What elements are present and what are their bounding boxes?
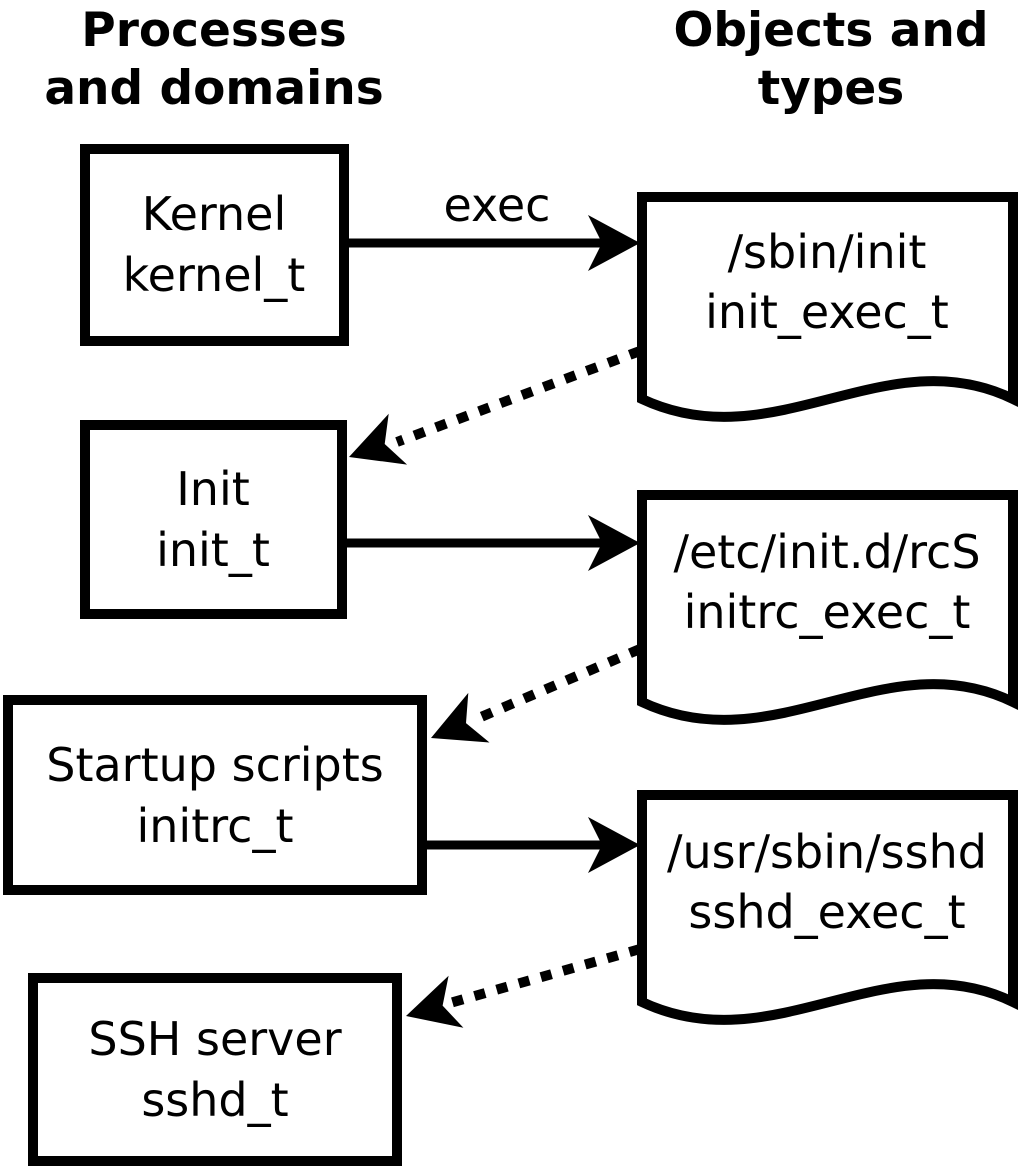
etc-initd-rcs-doc-path: /etc/init.d/rcS [673,525,980,579]
kernel-box-type: kernel_t [123,248,306,302]
startup-scripts-box-name: Startup scripts [46,738,384,792]
left-header-line2: and domains [44,61,383,116]
dotted-arrow-1-head [349,413,408,465]
sbin-init-doc-type: init_exec_t [705,285,949,339]
init-box-name: Init [176,462,250,516]
dotted-arrow-sshdexec-to-sshd [406,944,642,1028]
ssh-server-box-name: SSH server [88,1012,341,1066]
startup-scripts-box-rect [3,695,427,895]
right-column-header: Objects and types [673,3,988,116]
document-etc-initd-rcs: /etc/init.d/rcS initrc_exec_t [637,490,1018,725]
solid-arrow-2-head [588,515,640,571]
etc-initd-rcs-doc-shape [637,490,1018,725]
dotted-arrow-rcs-to-initrc [431,644,642,743]
document-sbin-init: /sbin/init init_exec_t [637,192,1018,422]
sbin-init-doc-shape [637,192,1018,422]
exec-arrow-head [588,215,640,271]
process-box-ssh-server: SSH server sshd_t [28,973,402,1166]
init-box-rect [80,420,347,619]
right-header-line1: Objects and [673,3,988,58]
right-header-line2: types [758,61,905,116]
process-box-startup-scripts: Startup scripts initrc_t [3,695,427,895]
solid-arrow-3-head [588,817,640,873]
sbin-init-doc-path: /sbin/init [728,225,927,279]
dotted-arrow-3-line [448,944,642,1008]
exec-arrow-label: exec [444,178,551,232]
process-box-kernel: Kernel kernel_t [80,144,349,346]
dotted-arrow-sbininit-to-init [349,346,642,465]
dotted-arrow-3-head [406,975,464,1028]
dotted-arrow-2-line [472,644,642,725]
ssh-server-box-rect [28,973,402,1166]
ssh-server-box-type: sshd_t [141,1073,288,1127]
startup-scripts-box-type: initrc_t [137,799,294,853]
document-usr-sbin-sshd: /usr/sbin/sshd sshd_exec_t [637,790,1018,1025]
usr-sbin-sshd-doc-path: /usr/sbin/sshd [667,825,987,879]
kernel-box-rect [80,144,349,346]
usr-sbin-sshd-doc-type: sshd_exec_t [688,885,965,939]
etc-initd-rcs-doc-type: initrc_exec_t [684,585,971,639]
kernel-box-name: Kernel [142,187,287,241]
solid-arrow-initrc-to-sshd [427,817,640,873]
left-header-line1: Processes [81,3,346,58]
exec-arrow: exec [349,178,640,271]
usr-sbin-sshd-doc-shape [637,790,1018,1025]
dotted-arrow-1-line [395,346,642,447]
process-box-init: Init init_t [80,420,347,619]
left-column-header: Processes and domains [44,3,383,116]
dotted-arrow-2-head [431,692,490,743]
init-box-type: init_t [156,523,270,577]
solid-arrow-init-to-rcs [347,515,640,571]
